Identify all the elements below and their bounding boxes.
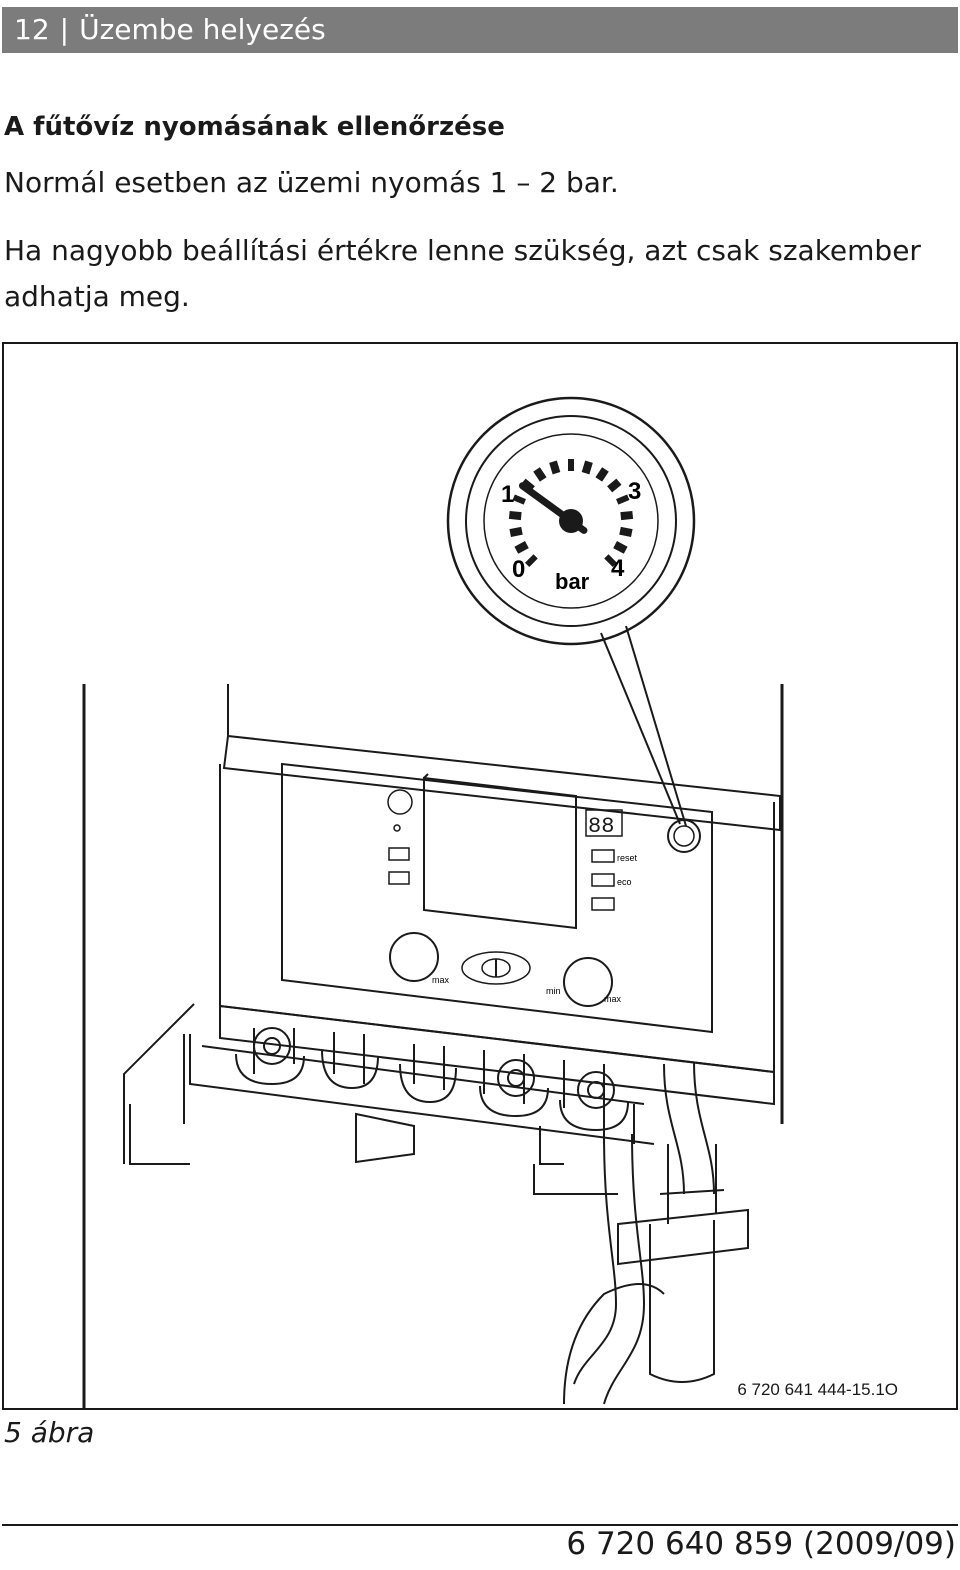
page-header: 12 | Üzembe helyezés <box>2 7 958 53</box>
section-title: Üzembe helyezés <box>79 13 326 46</box>
gauge-tick <box>509 526 523 538</box>
gauge-tick <box>508 510 522 521</box>
gauge-tick <box>613 541 628 554</box>
header-separator: | <box>59 13 70 46</box>
gauge-tick <box>514 541 529 554</box>
gauge-tick <box>604 554 617 567</box>
panel-display: 88 <box>588 814 614 839</box>
figure-caption: 5 ábra <box>4 1416 95 1449</box>
reset-label: reset <box>617 853 638 863</box>
gauge-tick <box>581 460 593 475</box>
left-knob-max: max <box>432 975 450 985</box>
gauge-tick <box>607 478 622 493</box>
paragraph-pressure-range: Normál esetben az üzemi nyomás 1 – 2 bar… <box>4 166 619 199</box>
gauge-tick <box>549 460 561 475</box>
footer-rule <box>2 1524 958 1526</box>
gauge-label-4: 4 <box>611 555 625 582</box>
gauge-hub <box>559 509 583 533</box>
right-knob-max: max <box>604 994 622 1004</box>
content-heading: A fűtővíz nyomásának ellenőrzése <box>4 112 505 142</box>
gauge-tick <box>525 554 538 567</box>
paragraph-specialist-note: Ha nagyobb beállítási értékre lenne szük… <box>4 234 921 313</box>
gauge-label-0: 0 <box>512 556 525 583</box>
page-number: 12 <box>14 13 50 46</box>
right-knob-min: min <box>546 986 561 996</box>
gauge-tick <box>619 526 633 538</box>
gauge-label-1: 1 <box>501 481 514 508</box>
boiler-illustration: 1 3 0 4 bar 88 reset eco max max min 6 7… <box>2 342 958 1410</box>
eco-label: eco <box>617 877 632 887</box>
gauge-tick <box>620 510 634 521</box>
gauge-label-3: 3 <box>628 478 641 505</box>
gauge-tick <box>616 494 630 505</box>
gauge-tick <box>595 467 609 482</box>
figure-id: 6 720 641 444-15.1O <box>737 1380 898 1399</box>
gauge-tick <box>533 467 547 482</box>
boiler-drawing: 1 3 0 4 bar 88 reset eco max max min <box>82 396 784 1408</box>
gauge-tick <box>512 494 526 505</box>
document-number: 6 720 640 859 (2009/09) <box>566 1526 956 1562</box>
gauge-unit: bar <box>555 569 590 594</box>
